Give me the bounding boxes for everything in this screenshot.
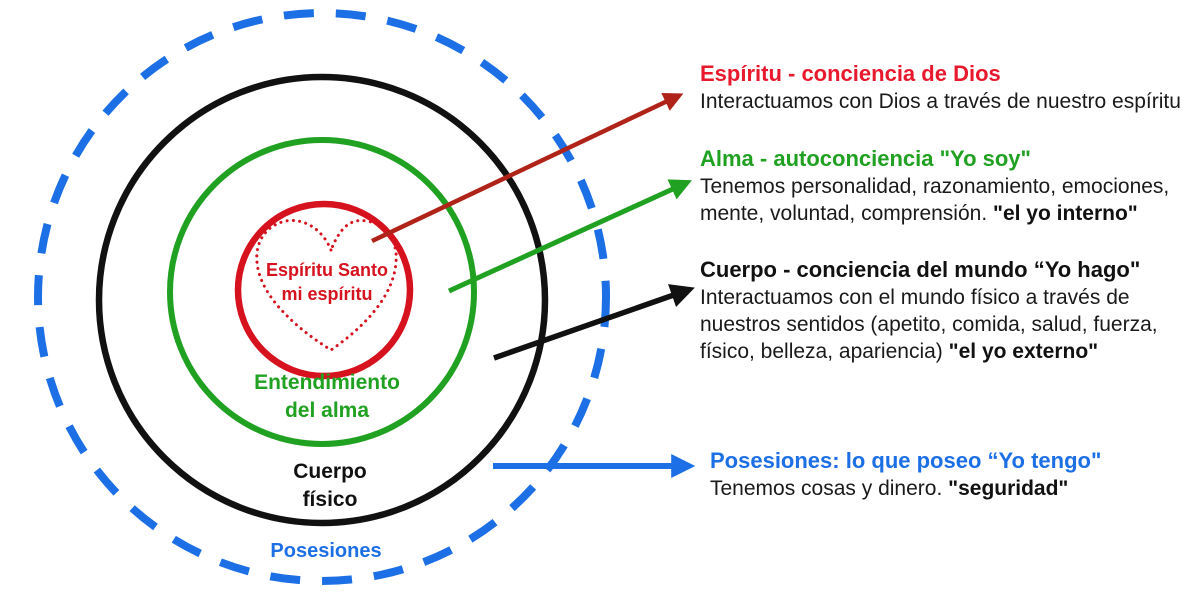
spirit-annotation: Espíritu - conciencia de Dios Interactua… xyxy=(700,60,1181,115)
soul-circle-label-line2: del alma xyxy=(285,399,369,422)
soul-annotation-body-line2-bold: "el yo interno" xyxy=(993,202,1138,225)
body-circle-label-line1: Cuerpo xyxy=(293,460,367,483)
possessions-annotation-body: Tenemos cosas y dinero. "seguridad" xyxy=(710,475,1101,502)
body-annotation: Cuerpo - conciencia del mundo “Yo hago" … xyxy=(700,256,1158,365)
body-circle-label-line2: físico xyxy=(303,488,358,511)
spirit-annotation-heading: Espíritu - conciencia de Dios xyxy=(700,61,1001,86)
body-annotation-body-line2: nuestros sentidos (apetito, comida, salu… xyxy=(700,313,1158,336)
body-annotation-body-line3-text: físico, belleza, apariencia) xyxy=(700,340,949,363)
soul-circle xyxy=(167,137,477,447)
possessions-annotation-body-bold: "seguridad" xyxy=(948,477,1069,500)
body-arrow xyxy=(493,284,695,361)
body-circle xyxy=(95,73,549,527)
soul-annotation-body-line2: mente, voluntad, comprensión. "el yo int… xyxy=(700,200,1169,227)
spirit-circle xyxy=(234,200,414,380)
soul-annotation: Alma - autoconciencia "Yo soy" Tenemos p… xyxy=(700,145,1169,227)
body-annotation-body-line3-bold: "el yo externo" xyxy=(948,340,1099,363)
spirit-annotation-body: Interactuamos con Dios a través de nuest… xyxy=(700,90,1181,113)
body-annotation-heading: Cuerpo - conciencia del mundo “Yo hago" xyxy=(700,257,1141,282)
heart-icon xyxy=(255,218,398,352)
spirit-circle-label-line2: mi espíritu xyxy=(281,284,372,304)
possessions-annotation: Posesiones: lo que poseo “Yo tengo" Tene… xyxy=(710,447,1101,502)
soul-annotation-body-line2-text: mente, voluntad, comprensión. xyxy=(700,202,993,225)
body-annotation-body-line3: físico, belleza, apariencia) "el yo exte… xyxy=(700,338,1158,365)
body-annotation-body-line1: Interactuamos con el mundo físico a trav… xyxy=(700,286,1130,309)
spirit-circle-label-line1: Espíritu Santo xyxy=(266,260,388,280)
possessions-annotation-heading: Posesiones: lo que poseo “Yo tengo" xyxy=(710,448,1102,473)
soul-circle-label-line1: Entendimiento xyxy=(254,371,400,394)
soul-annotation-heading: Alma - autoconciencia "Yo soy" xyxy=(700,146,1031,171)
spirit-arrow xyxy=(371,92,684,244)
possessions-annotation-body-text: Tenemos cosas y dinero. xyxy=(710,477,949,500)
soul-arrow xyxy=(447,179,693,294)
possessions-circle xyxy=(34,9,610,585)
possessions-circle-label: Posesiones xyxy=(270,540,381,562)
soul-annotation-body-line1: Tenemos personalidad, razonamiento, emoc… xyxy=(700,175,1170,198)
